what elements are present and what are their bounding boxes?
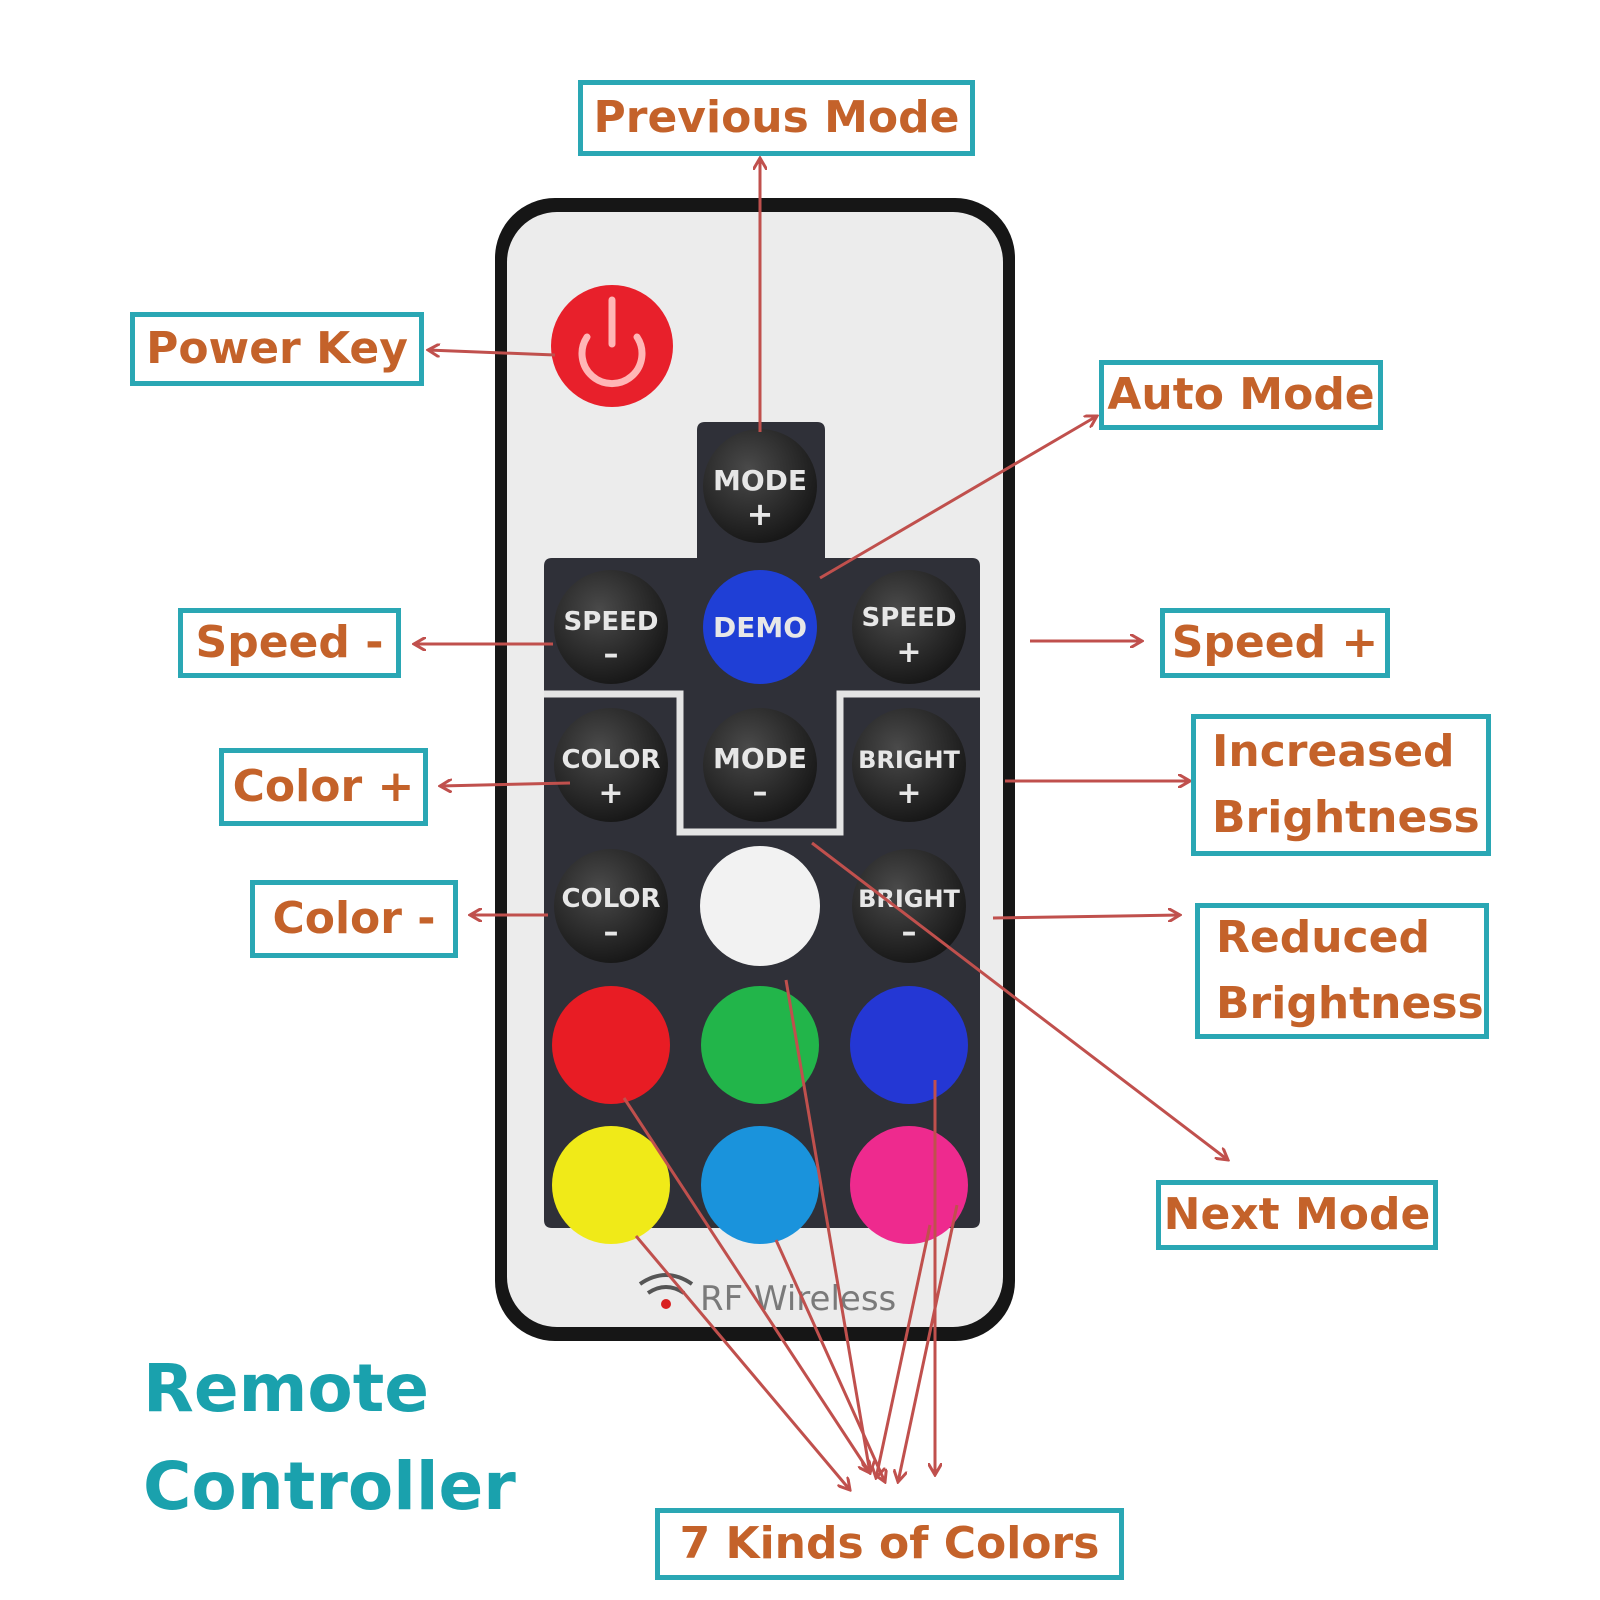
color-plus-sign: + <box>598 776 623 811</box>
bright-minus-button[interactable]: BRIGHT – <box>852 849 966 963</box>
callout-power-key: Power Key <box>130 312 424 386</box>
color-plus-button[interactable]: COLOR + <box>554 708 668 822</box>
yellow-color-button[interactable] <box>552 1126 670 1244</box>
red-color-button[interactable] <box>552 986 670 1104</box>
callout-color-plus: Color + <box>219 748 428 826</box>
callout-reduced-brightness-line1: Reduced <box>1216 912 1430 963</box>
arrow-power-key <box>428 350 556 355</box>
callout-color-minus: Color - <box>250 880 458 958</box>
callout-speed-plus: Speed + <box>1160 608 1390 678</box>
arrow-color-red <box>622 1097 870 1473</box>
arrow-next-mode <box>811 841 1228 1160</box>
color-minus-sign: – <box>604 915 619 950</box>
speed-minus-sign: – <box>604 637 619 672</box>
arrow-auto-mode <box>819 416 1097 580</box>
bright-plus-button[interactable]: BRIGHT + <box>852 708 966 822</box>
speed-plus-button[interactable]: SPEED + <box>852 570 966 684</box>
speed-plus-label: SPEED <box>862 603 957 633</box>
callout-reduced-brightness: Reduced Brightness <box>1195 903 1489 1039</box>
arrow-color-cyan <box>774 1239 885 1482</box>
mode-minus-label: MODE <box>713 742 807 775</box>
demo-button[interactable]: DEMO <box>703 570 817 684</box>
callout-next-mode: Next Mode <box>1156 1180 1438 1250</box>
white-color-button[interactable] <box>700 846 820 966</box>
color-plus-label: COLOR <box>562 745 661 775</box>
demo-label: DEMO <box>713 611 807 644</box>
callout-auto-mode: Auto Mode <box>1099 360 1383 430</box>
arrow-color-plus <box>440 783 571 786</box>
bright-plus-label: BRIGHT <box>858 746 960 774</box>
arrow-reduced-brightness <box>992 915 1180 918</box>
mode-minus-sign: – <box>753 775 768 810</box>
title-line2: Controller <box>143 1448 516 1525</box>
callout-increased-brightness-line1: Increased <box>1212 726 1455 777</box>
blue-color-button[interactable] <box>850 986 968 1104</box>
keypad-divider <box>544 690 980 836</box>
title-line1: Remote <box>143 1350 430 1427</box>
callout-seven-colors: 7 Kinds of Colors <box>655 1508 1124 1580</box>
bright-minus-sign: – <box>902 915 917 950</box>
bright-plus-sign: + <box>896 776 921 811</box>
annotation-arrows <box>414 158 1228 1490</box>
arrow-color-magenta-a <box>898 1204 959 1482</box>
rf-wireless-label: RF Wireless <box>700 1279 896 1319</box>
power-key[interactable] <box>551 285 673 407</box>
color-minus-label: COLOR <box>562 884 661 914</box>
mode-minus-button[interactable]: MODE – <box>703 708 817 822</box>
green-color-button[interactable] <box>701 986 819 1104</box>
magenta-color-button[interactable] <box>850 1126 968 1244</box>
callout-increased-brightness-line2: Brightness <box>1212 792 1480 843</box>
mode-plus-button[interactable]: MODE + <box>703 429 817 543</box>
page-title: Remote Controller <box>143 1340 516 1536</box>
arrow-color-white <box>784 979 870 1473</box>
arrow-color-magenta-b <box>876 1224 932 1478</box>
power-icon <box>578 333 646 388</box>
cyan-color-button[interactable] <box>701 1126 819 1244</box>
speed-minus-label: SPEED <box>564 607 659 637</box>
callout-previous-mode: Previous Mode <box>578 80 975 156</box>
mode-plus-label: MODE <box>713 464 807 497</box>
speed-plus-sign: + <box>896 635 921 670</box>
callout-reduced-brightness-line2: Brightness <box>1216 978 1484 1029</box>
callout-increased-brightness: Increased Brightness <box>1191 714 1491 856</box>
callout-speed-minus: Speed - <box>178 608 401 678</box>
arrow-color-yellow <box>634 1235 850 1490</box>
speed-minus-button[interactable]: SPEED – <box>554 570 668 684</box>
color-minus-button[interactable]: COLOR – <box>554 849 668 963</box>
mode-plus-sign: + <box>747 495 774 533</box>
